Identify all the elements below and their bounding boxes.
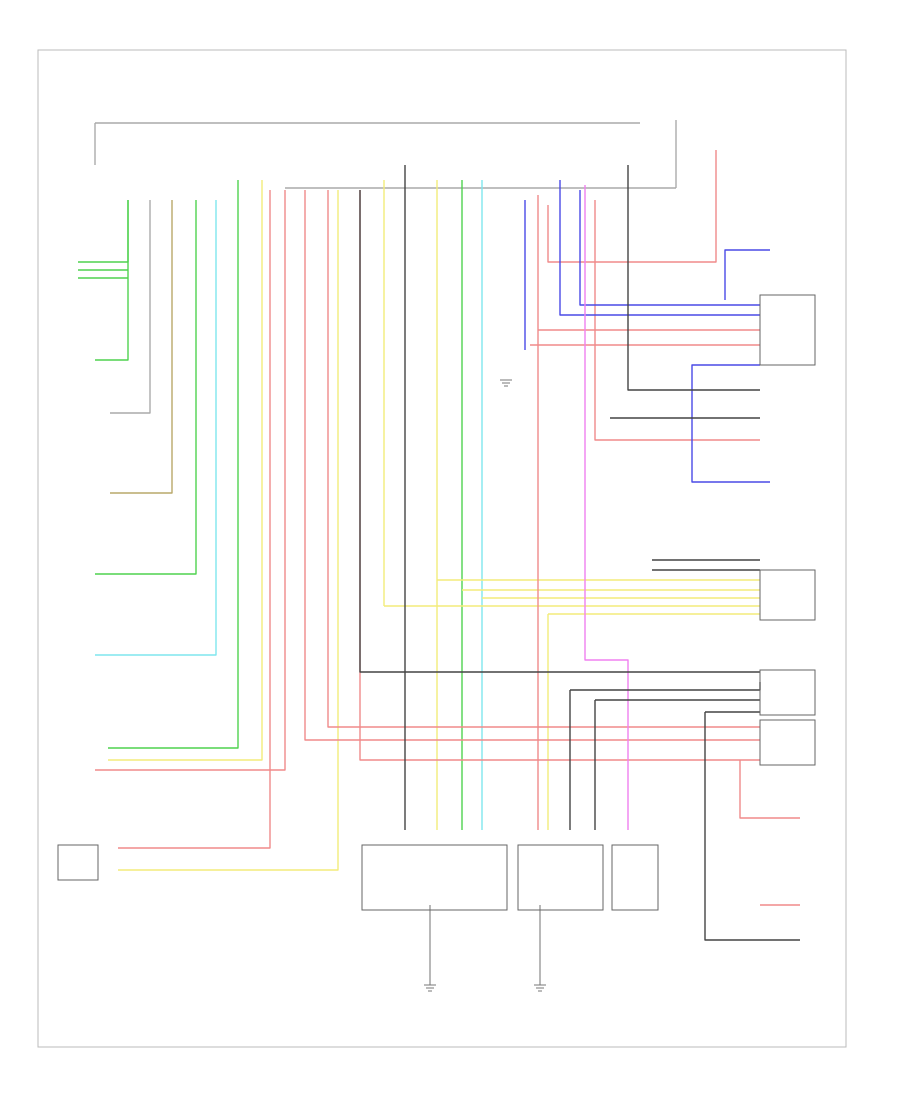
red-wire-11: [739, 760, 800, 819]
red-wire-6: [547, 150, 717, 263]
right-connector-box-2: [759, 569, 816, 621]
right-connector-box-3: [759, 669, 816, 716]
component-boxes: [57, 294, 816, 911]
red-wire-10: [118, 190, 271, 849]
green-wire-4: [95, 200, 129, 361]
left-switch-box: [57, 844, 99, 881]
red-wire-2: [304, 190, 760, 741]
blue-wire-3: [724, 249, 770, 300]
tan-wire: [110, 200, 173, 494]
diagram-border: [37, 49, 847, 1048]
gray-wire-left: [110, 200, 151, 414]
window-switch-box-1: [361, 844, 508, 911]
yellow-wire-left: [108, 180, 263, 761]
yellow-wire-2: [118, 190, 339, 871]
green-wire-1: [78, 200, 129, 263]
blue-wire-2: [579, 190, 760, 306]
wire-layer: [78, 120, 800, 985]
black-wire-4: [570, 682, 761, 691]
green-wire-long: [95, 200, 197, 575]
red-wire-1: [95, 190, 286, 771]
black-wire-1: [359, 190, 760, 673]
red-wire-3: [327, 190, 760, 728]
blue-wire-1: [559, 180, 760, 316]
black-wire-8: [704, 712, 800, 941]
green-wire-mid: [108, 180, 239, 749]
black-wire-3: [627, 165, 760, 391]
right-connector-box-1: [759, 294, 816, 366]
window-switch-box-2: [517, 844, 604, 911]
blue-wire-4: [691, 364, 770, 483]
cyan-wire-left: [95, 200, 217, 656]
ground-symbols: [424, 379, 546, 992]
red-wire-9: [594, 200, 760, 441]
window-switch-box-3: [611, 844, 659, 911]
magenta-wire: [584, 185, 629, 830]
right-connector-box-4: [759, 719, 816, 766]
